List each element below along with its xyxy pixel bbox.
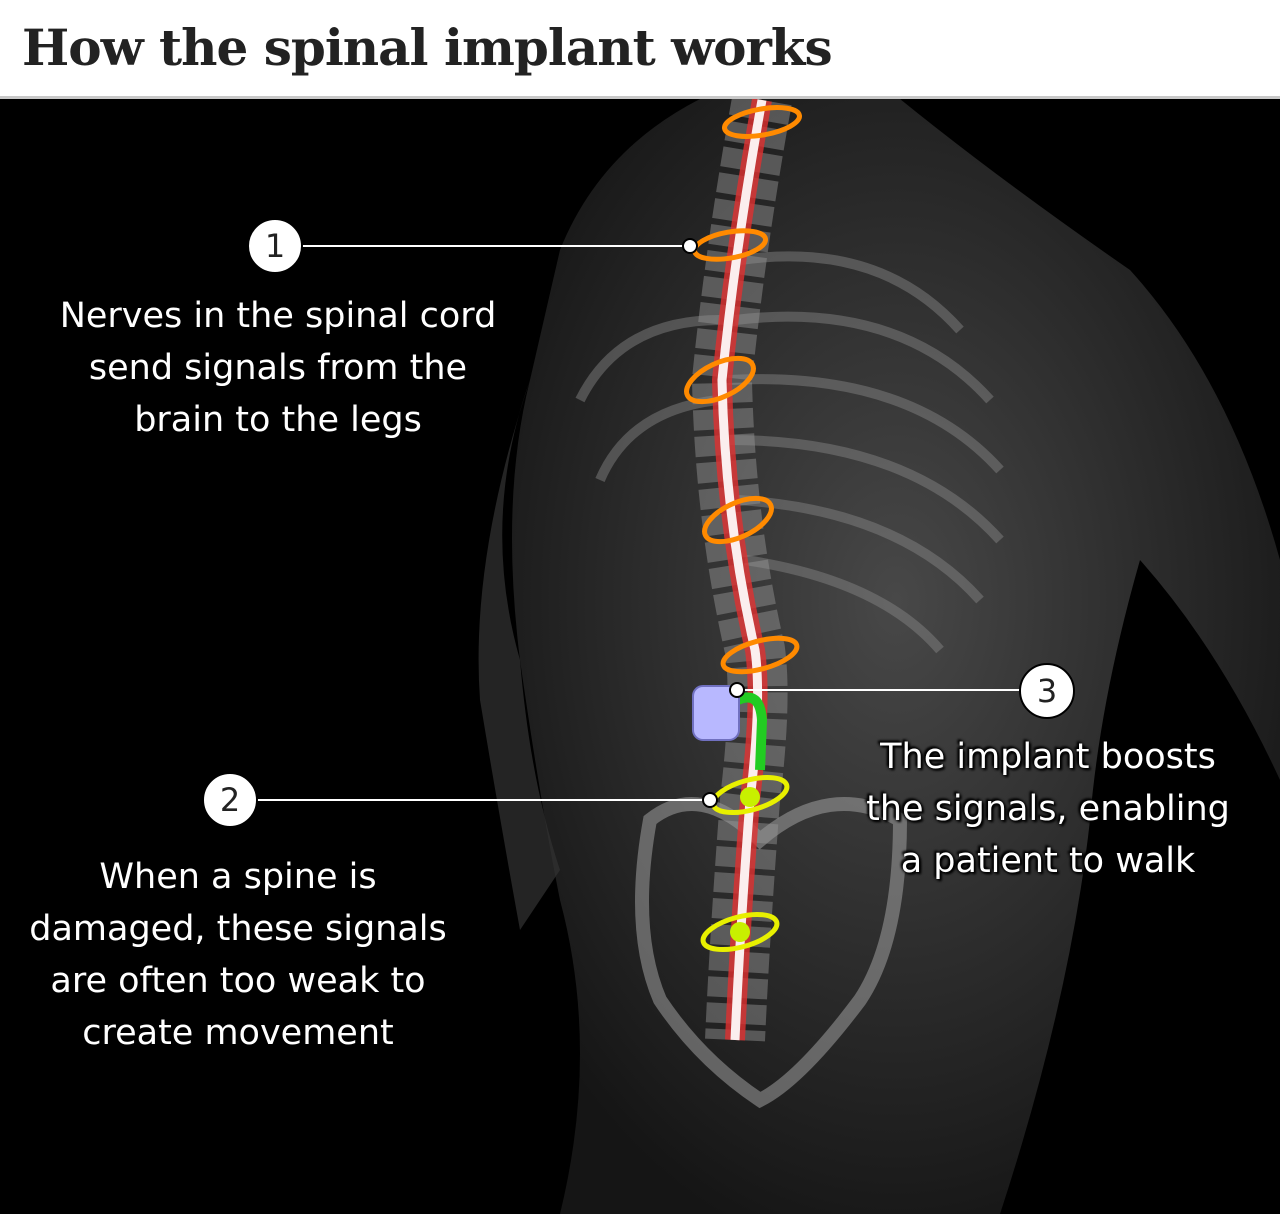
callout-2-number: 2 [202,772,258,828]
header: How the spinal implant works [0,0,1280,99]
callout-3-number: 3 [1019,663,1075,719]
body-illustration [255,99,1280,1214]
callout-1-number: 1 [247,218,303,274]
callout-1-text: Nerves in the spinal cord send signals f… [59,296,497,440]
leader-lines [255,238,1022,808]
pelvis [635,797,908,1109]
left-arm [478,380,560,930]
torso-silhouette [512,99,1280,1214]
ribcage [575,251,1004,654]
callout-2-text: When a spine is damaged, these signals a… [29,857,447,1053]
page-title: How the spinal implant works [22,18,833,77]
callout-3-text: The implant boosts the signals, enabling… [866,737,1230,881]
implant-device [692,685,740,741]
implant-lead [735,692,768,771]
